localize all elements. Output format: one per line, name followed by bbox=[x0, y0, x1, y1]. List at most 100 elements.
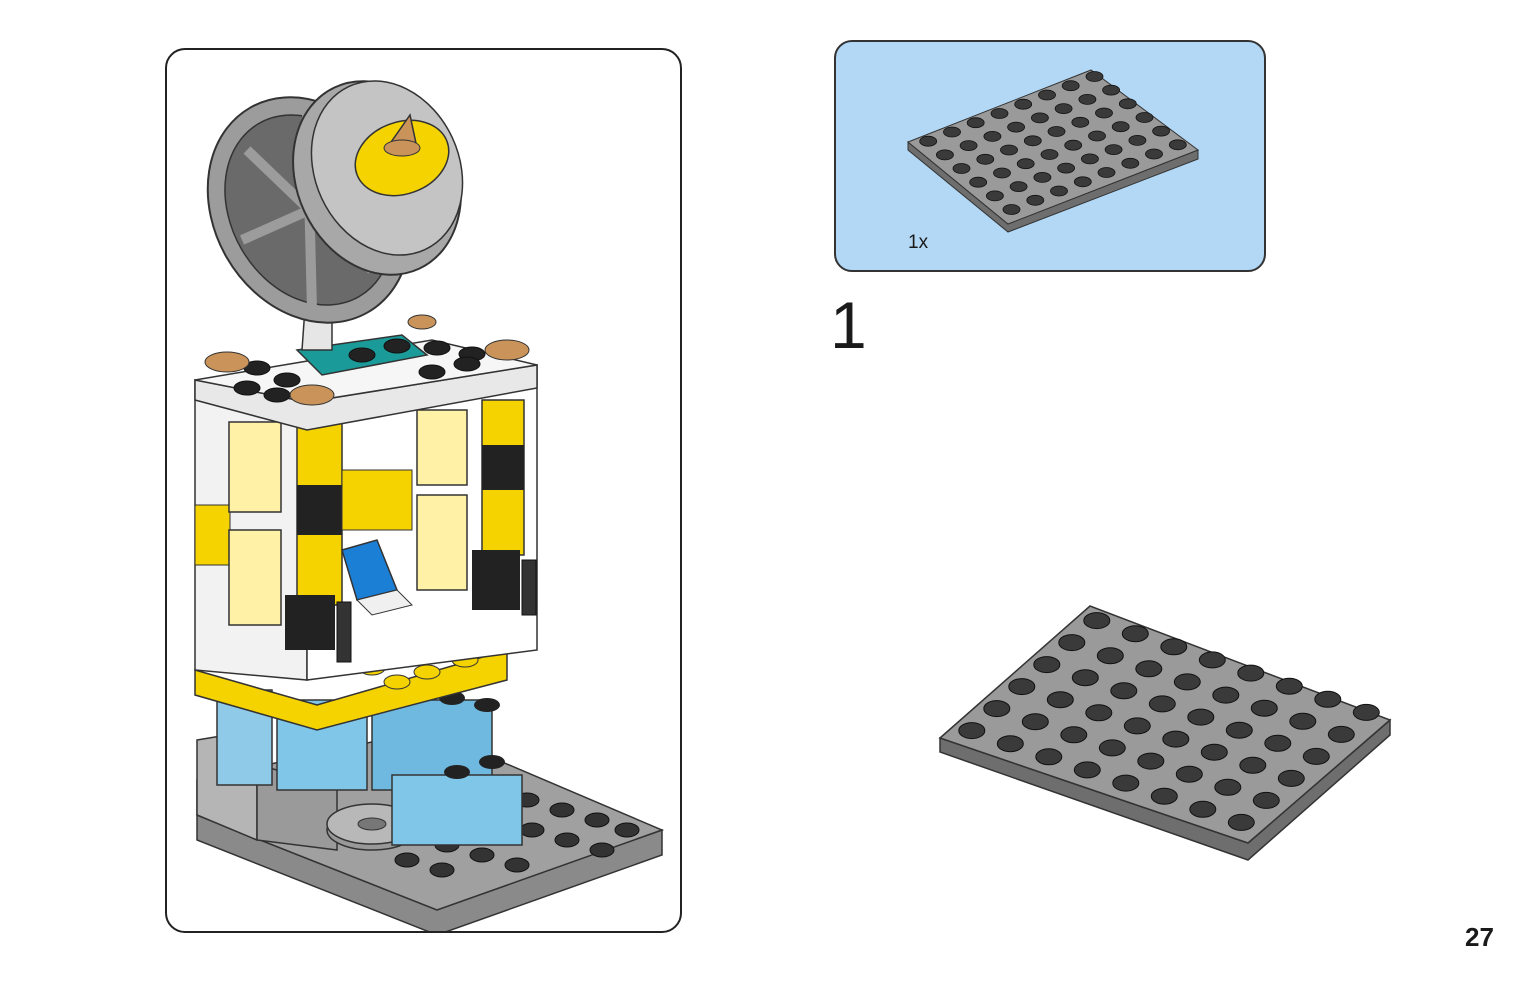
plate-stud bbox=[1152, 125, 1171, 137]
plate-stud bbox=[1225, 721, 1253, 739]
plate-stud bbox=[1160, 638, 1188, 656]
plate-stud bbox=[1173, 673, 1201, 691]
plate-stud bbox=[985, 190, 1004, 202]
plate-stud bbox=[1111, 121, 1130, 133]
completed-model-frame bbox=[165, 48, 682, 933]
plate-stud bbox=[1237, 664, 1265, 682]
plate-stud bbox=[1098, 739, 1126, 757]
plate-stud bbox=[1009, 181, 1028, 193]
step-illustration bbox=[930, 600, 1400, 875]
plate-stud bbox=[990, 108, 1009, 119]
plate-stud bbox=[1264, 734, 1292, 752]
plate-stud bbox=[1175, 765, 1203, 783]
plate-stud bbox=[983, 700, 1011, 718]
plate-stud bbox=[1314, 690, 1342, 708]
plate-stud bbox=[1071, 116, 1090, 128]
plate-stud bbox=[919, 135, 938, 147]
plate-stud bbox=[1302, 747, 1330, 765]
plate-stud bbox=[1275, 677, 1303, 695]
plate-stud bbox=[1118, 98, 1137, 110]
plate-stud bbox=[1277, 769, 1305, 787]
plate-stud bbox=[1033, 171, 1052, 183]
plate-stud bbox=[1096, 647, 1124, 665]
plate-stud bbox=[1060, 726, 1088, 744]
plate-stud bbox=[1102, 84, 1121, 96]
plate-stud bbox=[1073, 761, 1101, 779]
plate-stud bbox=[1121, 157, 1140, 169]
plate-stud bbox=[1121, 625, 1149, 643]
plate-stud bbox=[993, 167, 1011, 179]
plate-stud bbox=[1327, 725, 1355, 743]
plate-stud bbox=[1014, 98, 1033, 110]
plate-stud bbox=[1085, 704, 1113, 722]
plate-stud bbox=[1168, 139, 1187, 151]
parts-callout: 1x bbox=[834, 40, 1266, 272]
plate-stud bbox=[1200, 743, 1228, 761]
plate-stud bbox=[983, 131, 1002, 142]
plate-stud bbox=[1002, 204, 1021, 215]
plate-stud bbox=[1061, 80, 1080, 92]
plate-stud bbox=[1026, 194, 1045, 206]
plate-stud bbox=[1000, 144, 1018, 156]
plate-stud bbox=[1085, 71, 1104, 82]
plate-stud bbox=[1352, 703, 1380, 721]
plate-stud bbox=[976, 153, 995, 165]
plate-stud bbox=[1104, 144, 1123, 155]
plate-stud bbox=[1145, 148, 1163, 160]
plate-stud bbox=[1058, 634, 1086, 652]
plate-stud bbox=[1023, 135, 1042, 147]
step-number: 1 bbox=[830, 288, 867, 362]
plate-stud bbox=[1135, 660, 1163, 678]
plate-stud bbox=[1021, 713, 1049, 731]
plate-stud bbox=[1057, 162, 1076, 174]
plate-stud bbox=[1128, 135, 1147, 146]
plate-stud bbox=[966, 117, 985, 129]
plate-stud bbox=[1110, 682, 1138, 700]
plate-stud bbox=[1073, 176, 1092, 188]
plate-stud bbox=[959, 140, 978, 151]
grey-plate-part-icon bbox=[907, 69, 1200, 233]
part-quantity: 1x bbox=[908, 232, 929, 253]
satellite-dish-tower-model bbox=[194, 80, 665, 931]
plate-stud bbox=[969, 176, 988, 188]
plate-stud bbox=[1148, 695, 1176, 713]
plate-stud bbox=[996, 735, 1024, 753]
plate-stud bbox=[1071, 669, 1099, 687]
plate-stud bbox=[1008, 678, 1036, 696]
plate-stud bbox=[1046, 691, 1074, 709]
plate-stud bbox=[1054, 103, 1073, 114]
plate-stud bbox=[1198, 651, 1226, 669]
plate-stud bbox=[952, 163, 971, 174]
plate-stud bbox=[1239, 756, 1267, 774]
plate-stud bbox=[936, 149, 954, 161]
plate-stud bbox=[1064, 139, 1083, 151]
plate-stud bbox=[1123, 717, 1151, 735]
plate-stud bbox=[1112, 774, 1140, 792]
plate-stud bbox=[1078, 94, 1097, 105]
plate-stud bbox=[1050, 185, 1068, 197]
plate-stud bbox=[1212, 686, 1240, 704]
plate-stud bbox=[1189, 800, 1217, 818]
plate-stud bbox=[1252, 791, 1280, 809]
plate-stud bbox=[1083, 612, 1111, 630]
plate-stud bbox=[1080, 153, 1099, 165]
plate-stud bbox=[958, 722, 986, 740]
plate-stud bbox=[1135, 112, 1154, 123]
plate-stud bbox=[1088, 130, 1106, 142]
plate-stud bbox=[1214, 778, 1242, 796]
plate-stud bbox=[1030, 112, 1049, 124]
plate-stud bbox=[1250, 699, 1278, 717]
plate-stud bbox=[1035, 748, 1063, 766]
grey-plate-step-icon bbox=[938, 605, 1392, 861]
plate-stud bbox=[943, 126, 961, 138]
plate-stud bbox=[1187, 708, 1215, 726]
plate-stud bbox=[1227, 813, 1255, 831]
plate-stud bbox=[1162, 730, 1190, 748]
plate-stud bbox=[1040, 149, 1059, 160]
plate-stud bbox=[1097, 167, 1116, 178]
plate-stud bbox=[1033, 656, 1061, 674]
plate-stud bbox=[1047, 126, 1066, 137]
page-number: 27 bbox=[1465, 922, 1494, 952]
plate-stud bbox=[1038, 89, 1056, 101]
plate-stud bbox=[1289, 712, 1317, 730]
